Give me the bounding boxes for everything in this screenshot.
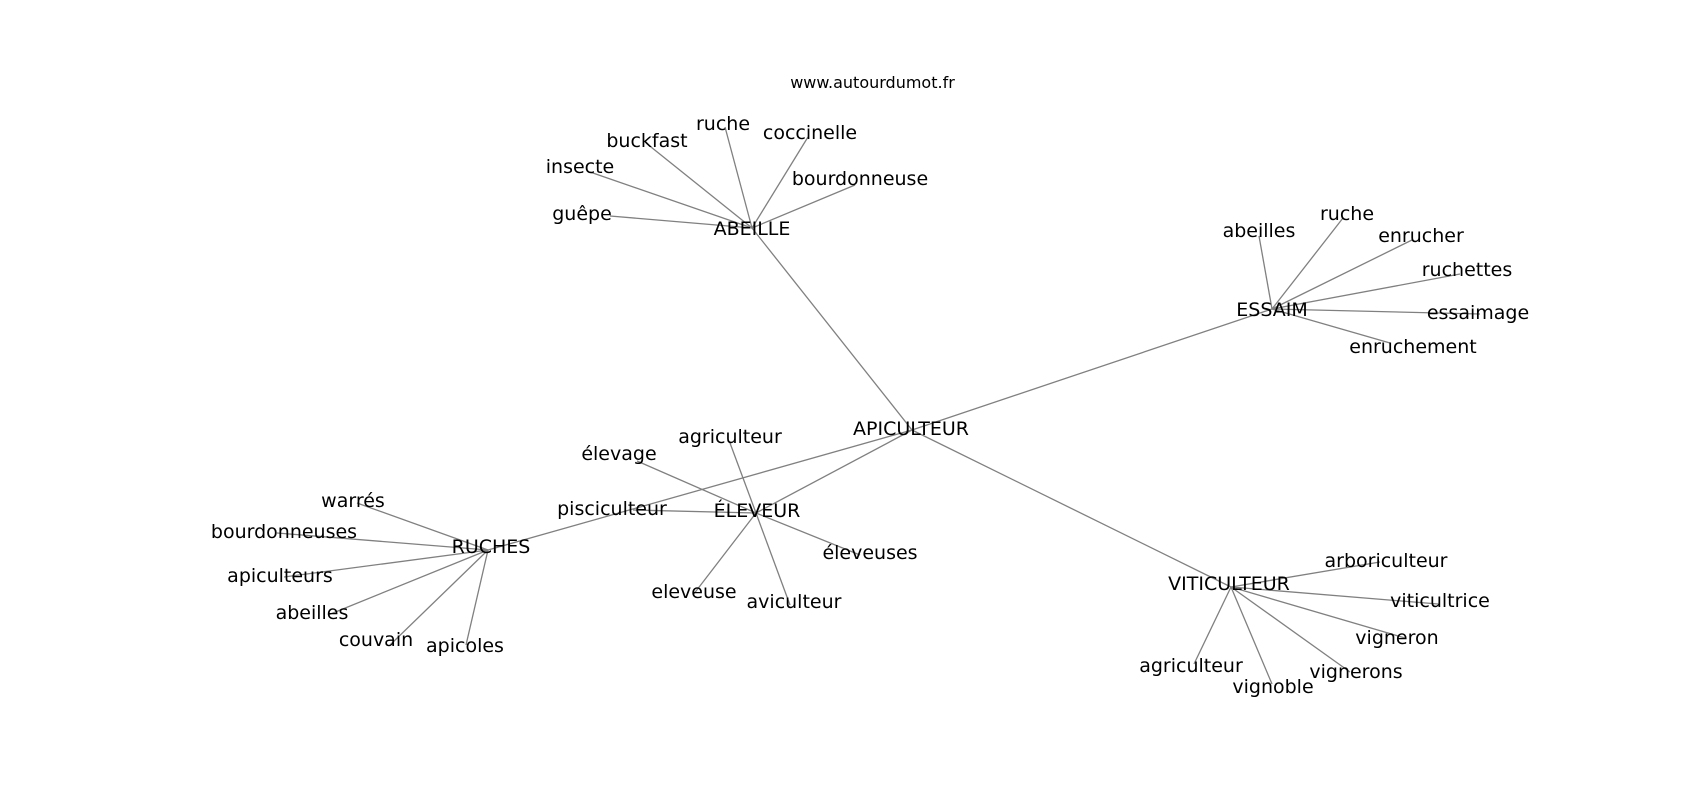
word-node-eleveur[interactable]: eleveuse — [651, 581, 736, 603]
edge-ruches-word — [327, 549, 489, 616]
word-node-ruches[interactable]: couvain — [339, 629, 413, 651]
word-node-ruches[interactable]: warrés — [321, 490, 385, 512]
edge-eleveur-word — [755, 512, 791, 606]
word-node-essaim[interactable]: ruchettes — [1422, 259, 1513, 281]
edge-essaim-word — [1271, 239, 1413, 310]
word-node-viticulteur[interactable]: arboriculteur — [1325, 550, 1448, 572]
word-node-ruches[interactable]: apiculteurs — [227, 565, 333, 587]
edge-ruches-word — [276, 532, 489, 551]
word-node-abeille[interactable]: ruche — [696, 113, 750, 135]
word-node-essaim[interactable]: abeilles — [1223, 220, 1296, 242]
word-node-eleveur[interactable]: élevage — [581, 443, 656, 465]
word-node-eleveur[interactable]: aviculteur — [747, 591, 842, 613]
edge-essaim-word — [1271, 308, 1391, 344]
edge-abeille-word — [724, 126, 753, 229]
edge-ruches-word — [356, 502, 489, 551]
graph-labels: APICULTEUR ABEILLE guêpe insecte buckfast ruc… — [211, 113, 1529, 698]
edge-viticulteur-word — [1230, 561, 1381, 588]
edge-viticulteur-word — [1230, 586, 1406, 639]
edge-center-eleveur — [755, 429, 913, 514]
edge-center-ruches — [487, 429, 913, 551]
word-node-ruches[interactable]: bourdonneuses — [211, 521, 357, 543]
edge-viticulteur-word — [1230, 586, 1351, 673]
edge-ruches-word — [465, 549, 489, 646]
word-node-essaim[interactable]: enrucher — [1378, 225, 1464, 247]
word-node-viticulteur[interactable]: vigneron — [1355, 627, 1438, 649]
edge-eleveur-word — [636, 460, 757, 514]
edge-viticulteur-word — [1193, 586, 1232, 665]
word-node-eleveur[interactable]: pisciculteur — [557, 498, 667, 520]
word-node-abeille[interactable]: bourdonneuse — [792, 168, 928, 190]
edge-ruches-word — [283, 549, 489, 578]
word-node-viticulteur[interactable]: agriculteur — [1139, 655, 1243, 677]
hub-node-essaim[interactable]: ESSAIM — [1236, 299, 1307, 321]
word-node-viticulteur[interactable]: vignerons — [1309, 661, 1402, 683]
edge-eleveur-word — [755, 512, 861, 556]
word-node-essaim[interactable]: essaimage — [1427, 302, 1529, 324]
edge-abeille-word — [589, 171, 753, 229]
word-node-viticulteur[interactable]: viticultrice — [1390, 590, 1490, 612]
edge-abeille-word — [609, 215, 753, 229]
edge-center-essaim — [911, 308, 1273, 431]
word-node-ruches[interactable]: abeilles — [276, 602, 349, 624]
word-node-essaim[interactable]: enruchement — [1349, 336, 1476, 358]
hub-node-abeille[interactable]: ABEILLE — [714, 218, 791, 240]
edge-essaim-word — [1271, 273, 1461, 310]
edge-abeille-word — [751, 184, 856, 229]
word-node-essaim[interactable]: ruche — [1320, 203, 1374, 225]
word-node-abeille[interactable]: buckfast — [606, 130, 687, 152]
edge-essaim-word — [1271, 308, 1481, 315]
edge-ruches-word — [389, 549, 489, 646]
word-node-ruches[interactable]: apicoles — [426, 635, 504, 657]
edge-eleveur-word — [692, 512, 757, 596]
word-node-eleveur[interactable]: éleveuses — [822, 542, 917, 564]
hub-node-eleveur[interactable]: ÉLEVEUR — [714, 499, 801, 522]
site-url: www.autourdumot.fr — [790, 73, 955, 92]
word-node-eleveur[interactable]: agriculteur — [678, 426, 782, 448]
word-node-abeille[interactable]: coccinelle — [763, 122, 857, 144]
graph-edges — [276, 126, 1481, 685]
edge-viticulteur-word — [1230, 586, 1273, 685]
edge-abeille-word — [751, 136, 809, 229]
word-node-abeille[interactable]: guêpe — [552, 203, 612, 225]
edge-eleveur-word — [632, 509, 757, 514]
edge-center-viticulteur — [911, 429, 1232, 588]
edge-abeille-word — [645, 142, 753, 229]
hub-node-ruches[interactable]: RUCHES — [452, 536, 531, 558]
edge-essaim-word — [1258, 235, 1273, 310]
center-node-label[interactable]: APICULTEUR — [853, 418, 969, 440]
edge-essaim-word — [1271, 217, 1344, 310]
edge-viticulteur-word — [1230, 586, 1439, 605]
hub-node-viticulteur[interactable]: VITICULTEUR — [1168, 573, 1290, 595]
edge-center-abeille — [751, 227, 913, 431]
word-node-viticulteur[interactable]: vignoble — [1232, 676, 1313, 698]
word-node-abeille[interactable]: insecte — [546, 156, 615, 178]
